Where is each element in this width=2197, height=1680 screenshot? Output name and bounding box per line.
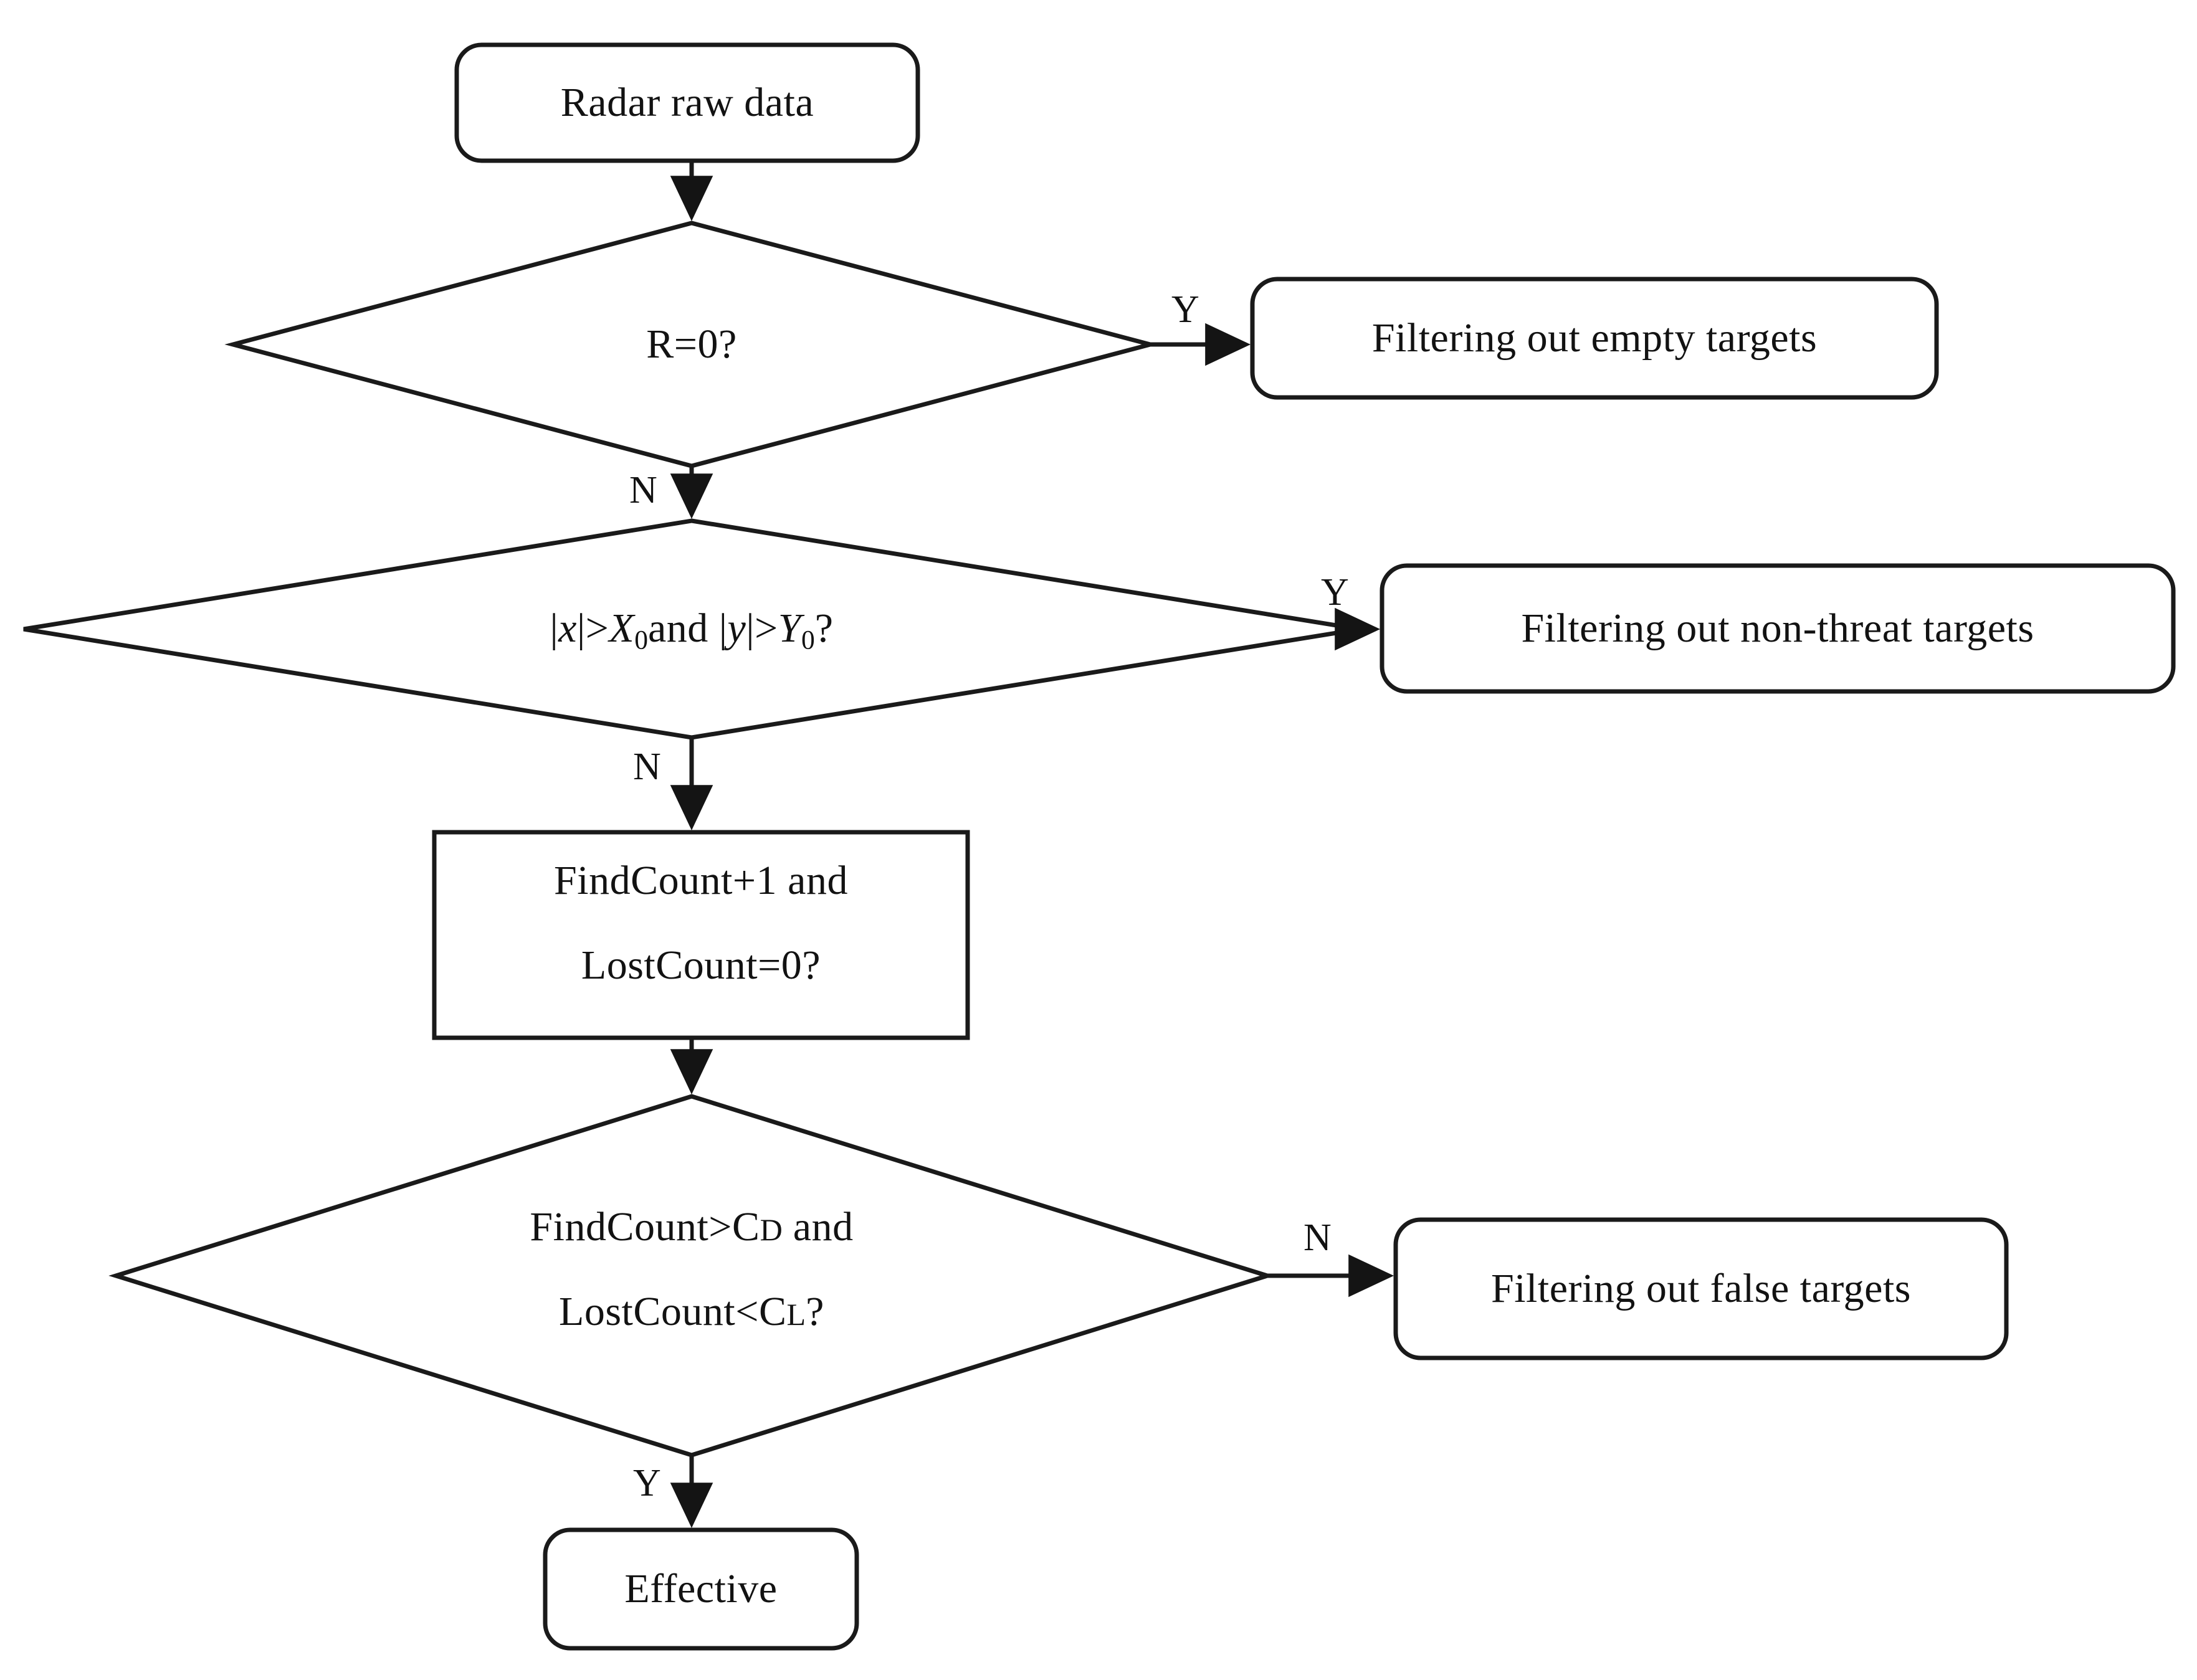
node-x-y-threshold[interactable]	[24, 521, 1360, 738]
node-filtering-out-empty-targets[interactable]	[1252, 279, 1937, 397]
node-effective[interactable]	[545, 1530, 857, 1648]
node-shape-filtering-out-false-targets	[1393, 1217, 2009, 1360]
node-filtering-out-non-threat-targets[interactable]	[1382, 566, 2173, 691]
node-shape-filtering-out-non-threat-targets	[1380, 563, 2176, 694]
node-shape-findcount-lostcount-process	[432, 830, 970, 1040]
node-findcount-lostcount-process[interactable]	[434, 832, 968, 1038]
node-shape-effective	[543, 1527, 859, 1651]
node-shape-radar-raw-data	[454, 42, 920, 163]
node-filtering-out-false-targets[interactable]	[1396, 1220, 2006, 1358]
node-radar-raw-data[interactable]	[457, 45, 918, 161]
node-r-equals-zero[interactable]	[233, 223, 1150, 466]
node-findcount-lostcount-decision[interactable]	[116, 1096, 1267, 1455]
node-shape-filtering-out-empty-targets	[1250, 277, 1939, 400]
